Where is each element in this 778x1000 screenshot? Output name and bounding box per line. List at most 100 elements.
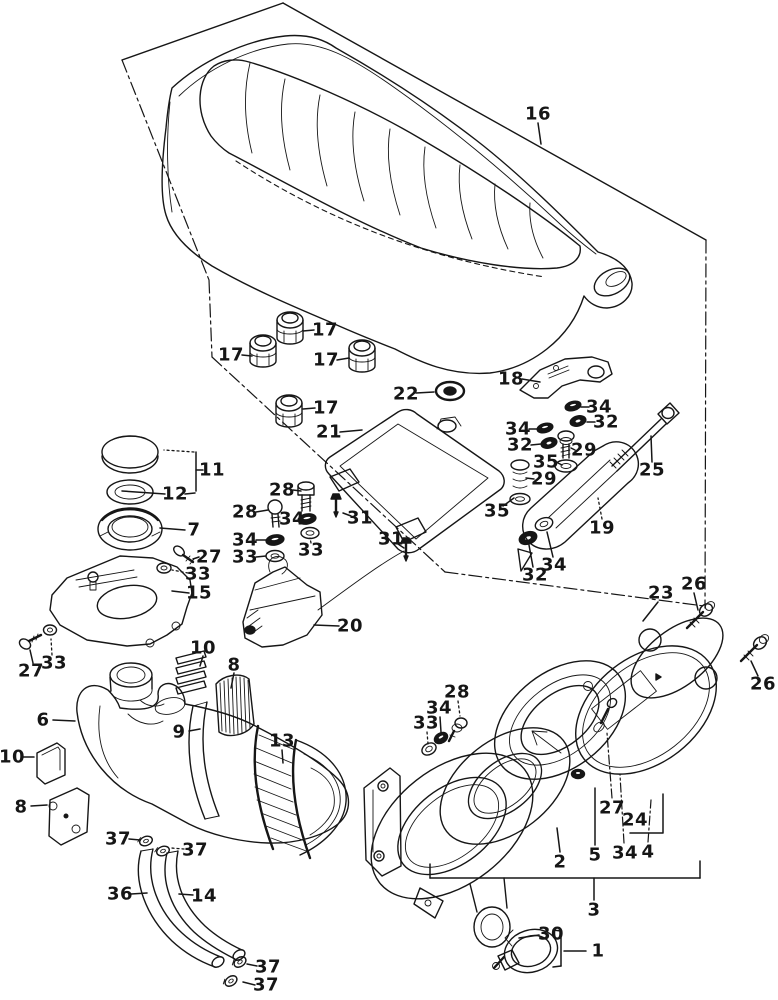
- leader-line-35: [555, 461, 563, 466]
- part-label-30-63: 30: [538, 924, 564, 945]
- leader-line-34: [299, 516, 305, 519]
- tool-tray-21-drawing: [324, 408, 505, 554]
- leader-line-27: [192, 556, 200, 560]
- leader-line-32: [530, 443, 542, 446]
- leader-line-34: [439, 716, 442, 733]
- leader-line-29: [570, 447, 576, 451]
- part-label-5-57: 5: [588, 845, 601, 866]
- part-label-35-13: 35: [533, 452, 559, 473]
- seat-cap-11-12-7-drawing: [97, 435, 195, 574]
- seat-bracket-18-drawing: [519, 356, 613, 399]
- part-label-36-49: 36: [107, 884, 133, 905]
- leader-line-33: [309, 537, 312, 544]
- part-label-17-2: 17: [218, 345, 244, 366]
- part-label-33-39: 33: [41, 653, 67, 674]
- rubber-pad-10-drawing: [36, 742, 66, 785]
- part-label-8-42: 8: [14, 797, 27, 818]
- part-label-34-25: 34: [279, 509, 305, 530]
- part-label-33-26: 33: [298, 540, 324, 561]
- part-label-12-33: 12: [162, 484, 188, 505]
- part-label-3-62: 3: [587, 900, 600, 921]
- part-label-14-50: 14: [191, 886, 217, 907]
- part-label-34-10: 34: [505, 419, 531, 440]
- leader-line-36: [130, 892, 148, 895]
- part-label-26-22: 26: [750, 674, 776, 695]
- part-label-37-52: 37: [253, 975, 279, 996]
- part-label-10-43: 10: [190, 638, 216, 659]
- part-label-8-44: 8: [227, 655, 240, 676]
- part-label-25-19: 25: [639, 460, 665, 481]
- part-label-34-27: 34: [232, 530, 258, 551]
- part-label-4-59: 4: [641, 842, 654, 863]
- rubber-corrugated-8-drawing: [215, 674, 255, 737]
- part-label-28-53: 28: [444, 682, 470, 703]
- leader-line-27: [606, 732, 613, 799]
- leader-line-17: [302, 329, 315, 332]
- leader-line-37: [170, 847, 185, 850]
- intake-fasteners-28-34-33-drawing: [421, 717, 468, 756]
- leader-line-28: [255, 509, 269, 513]
- part-label-34-8: 34: [586, 397, 612, 418]
- part-label-31-30: 31: [378, 529, 404, 550]
- grommet-22-drawing: [434, 380, 466, 402]
- leader-line-21: [339, 429, 363, 433]
- leader-line-11: [163, 449, 195, 453]
- leader-line-12: [184, 492, 196, 495]
- tube-clip-37-drawing: [137, 835, 247, 987]
- part-label-34-54: 34: [426, 698, 452, 719]
- leader-line-17: [241, 354, 253, 357]
- part-label-17-4: 17: [313, 398, 339, 419]
- gasket-23-drawing: [630, 617, 724, 699]
- leader-line-35: [502, 497, 515, 507]
- leader-line-37: [128, 838, 141, 841]
- leader-line-30: [518, 934, 540, 939]
- phantom-border-lines: [121, 2, 707, 609]
- part-label-16-0: 16: [525, 104, 551, 125]
- seat-lock-20-drawing: [242, 550, 405, 648]
- drain-tube-14-drawing: [164, 850, 246, 961]
- hinge-bolt-25-drawing: [609, 402, 680, 472]
- part-label-37-51: 37: [255, 957, 281, 978]
- part-label-2-56: 2: [553, 852, 566, 873]
- part-label-26-21: 26: [681, 574, 707, 595]
- leader-line-12: [121, 490, 166, 495]
- part-label-27-61: 27: [599, 798, 625, 819]
- leader-line-1: [552, 965, 562, 968]
- leader-line-25: [650, 435, 653, 463]
- tray-pin-31-drawing: [330, 493, 412, 562]
- part-label-17-1: 17: [312, 320, 338, 341]
- part-label-32-17: 32: [522, 565, 548, 586]
- part-label-17-3: 17: [313, 350, 339, 371]
- part-label-33-28: 33: [232, 547, 258, 568]
- clamp-30-band-1-drawing: [492, 928, 559, 974]
- leader-line-1: [552, 929, 562, 932]
- part-label-18-6: 18: [498, 369, 524, 390]
- drain-tube-36-drawing: [137, 848, 225, 968]
- leader-line-34: [546, 531, 554, 558]
- leader-line-26: [750, 660, 759, 677]
- part-label-32-11: 32: [507, 435, 533, 456]
- bracket-15-drawing: [49, 555, 193, 648]
- part-label-13-46: 13: [269, 731, 295, 752]
- part-label-21-7: 21: [316, 422, 342, 443]
- leader-line-4: [647, 799, 652, 843]
- air-cleaner-cover-24-drawing: [575, 645, 717, 775]
- part-label-35-15: 35: [484, 501, 510, 522]
- part-label-10-41: 10: [0, 747, 25, 768]
- leader-line-20: [313, 624, 340, 627]
- screw-27-washer-33-drawing: [18, 624, 58, 650]
- part-label-22-5: 22: [393, 384, 419, 405]
- leader-line-14: [178, 893, 194, 896]
- part-label-11-32: 11: [199, 460, 225, 481]
- rubber-louver-10-drawing: [175, 650, 207, 695]
- leader-line-33: [426, 731, 429, 745]
- leader-line-34: [619, 774, 625, 844]
- leader-line-6: [52, 719, 76, 722]
- leader-line-26: [693, 592, 699, 611]
- leader-line-32: [528, 544, 534, 568]
- part-label-31-29: 31: [347, 508, 373, 529]
- leader-line-17: [302, 407, 316, 410]
